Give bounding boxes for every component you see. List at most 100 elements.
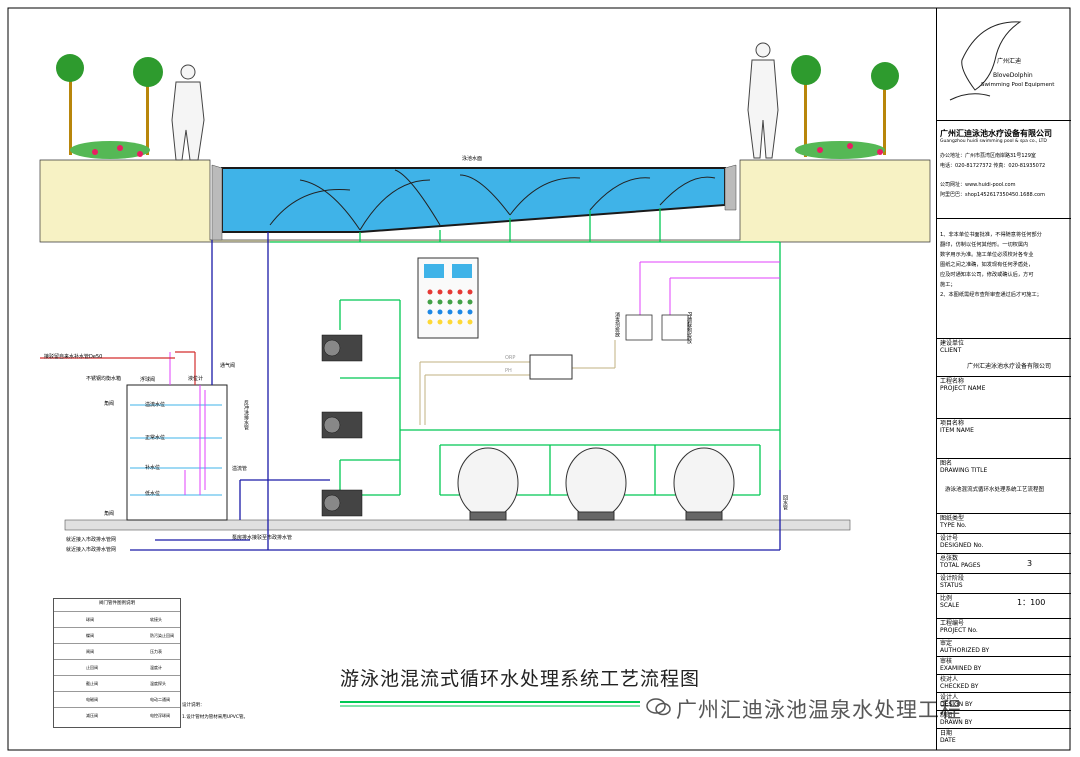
- logo-cn: 广州汇迪: [997, 58, 1022, 65]
- circulation-pumps: [321, 334, 363, 517]
- wechat-icon: [646, 698, 671, 716]
- overflow-pipe-label: 溢流管: [232, 466, 248, 472]
- note-line: 1、非本单位书面批准，不得随意将任何部分: [940, 232, 1042, 238]
- logo-sub: Swimming Pool Equipment: [981, 82, 1055, 88]
- valve-legend: 阀门管件图例说明 球阀 软接头 蝶阀 防污染止回阀 闸阀 压力表 止回阀 温度计…: [53, 598, 181, 728]
- makeup-pipe-label: 接驳留自来水补水管De50: [44, 354, 103, 360]
- company-shop: 阿里巴巴：shop1452617350450.1688.com: [940, 192, 1045, 198]
- legend-title: 阀门管件图例说明: [99, 601, 135, 606]
- legend-row: 电磁阀 电动二通阀: [54, 691, 180, 707]
- drawing-label: 图名 DRAWING TITLE: [940, 460, 988, 474]
- scale-value: 1：100: [1017, 598, 1046, 607]
- person-left: [171, 64, 205, 161]
- pages-label: 总张数 TOTAL PAGES: [940, 555, 981, 569]
- designed-label: 设计号 DESIGNED No.: [940, 535, 984, 549]
- pages-value: 3: [1027, 559, 1033, 568]
- company-web: 公司网址：www.huidi-pool.com: [940, 182, 1016, 188]
- corner-valve-top-label: 角阀: [104, 401, 115, 407]
- legend-item: 闸阀: [86, 649, 94, 654]
- legend-item: 压力表: [150, 649, 162, 654]
- sheet-border: [7, 7, 1071, 751]
- legend-item: 截止阀: [86, 681, 98, 686]
- legend-item: 电动二通阀: [150, 697, 170, 702]
- drawn-label: 制图 DRAWN BY: [940, 712, 973, 726]
- project-label: 工程名称 PROJECT NAME: [940, 378, 986, 392]
- legend-row: 闸阀 压力表: [54, 643, 180, 659]
- note-line: 图纸之间之准确，如发现有任何矛盾处，: [940, 262, 1034, 268]
- note-line: 数字用示为准。施工单位必须校对各专业: [940, 252, 1034, 258]
- watermark-text: 广州汇迪泳池温泉水处理工程: [676, 698, 962, 722]
- design-note: 设计说明： 1.设计管材为管材采用UPVC管。: [182, 700, 248, 724]
- pool-wall: [211, 164, 737, 241]
- water-surface-label: 泳池水面: [462, 156, 483, 162]
- legend-item: 温度计: [150, 665, 162, 670]
- legend-item: 减压阀: [86, 713, 98, 718]
- ph-label: PH: [505, 368, 512, 374]
- legend-row: 球阀 软接头: [54, 611, 180, 627]
- palm-trees-left: [56, 54, 163, 159]
- design-note-title: 设计说明：: [182, 703, 205, 708]
- person-right: [747, 42, 779, 159]
- level-low-label: 低水位: [145, 491, 161, 497]
- legend-row: 止回阀 温度计: [54, 659, 180, 675]
- drawing-title: 游泳池混流式循环水处理系统工艺流程图: [340, 668, 701, 690]
- float-valve-label: 浮球阀: [140, 377, 156, 383]
- scale-label: 比例 SCALE: [940, 595, 960, 609]
- auth-label: 审定 AUTHORIZED BY: [940, 640, 990, 654]
- level-overflow-label: 溢流水位: [145, 402, 166, 408]
- sensor-lines: [419, 340, 616, 425]
- legend-row: 减压阀 电控浮球阀: [54, 707, 180, 723]
- ph-adjust-label: PH调整剂投放: [686, 312, 692, 344]
- legend-item: 温度探头: [150, 681, 166, 686]
- company-name-en: Guangzhou huidi swimming pool & spa co.,…: [940, 139, 1047, 144]
- legend-row: 截止阀 温度探头: [54, 675, 180, 691]
- supply-pipes: [130, 232, 781, 551]
- tank-levels: [130, 404, 222, 496]
- stainless-box-label: 不锈钢均衡水箱: [86, 376, 122, 382]
- status-label: 设计阶段 STATUS: [940, 575, 965, 589]
- backwash-drain-label: 反冲洗排水管: [243, 400, 249, 430]
- design-label: 设计人 DESIGN BY: [940, 694, 973, 708]
- balance-tank: [126, 384, 228, 521]
- makeup-pipe: [40, 351, 196, 385]
- legend-item: 电磁阀: [86, 697, 98, 702]
- floor-slab: [64, 519, 851, 531]
- level-makeup-label: 补水位: [145, 465, 161, 471]
- note-line: 翻印，仿制以任何其他形。一切权属内: [940, 242, 1029, 248]
- company-phone: 电话：020-81727372 传真：020-81935072: [940, 163, 1046, 169]
- palm-trees-right: [791, 55, 899, 159]
- chem-pipes: [169, 261, 780, 495]
- legend-item: 防污染止回阀: [150, 633, 174, 638]
- client-value: 广州汇迪泳池水疗设备有限公司: [967, 363, 1052, 370]
- legend-item: 止回阀: [86, 665, 98, 670]
- pump-to-drain-label: 泵房排水接驳至市政排水管: [232, 535, 293, 541]
- to-drain-2-label: 就近接入市政排水管网: [66, 547, 117, 553]
- title-block: 广州汇迪 BloveDolphin Swimming Pool Equipmen…: [936, 8, 1071, 750]
- disinfectant-tank: [625, 314, 653, 341]
- check-label: 校对人 CHECKED BY: [940, 676, 979, 690]
- client-label: 建设单位 CLIENT: [940, 340, 965, 354]
- orp-label: ORP: [505, 355, 516, 361]
- exam-label: 审核 EXAMINED BY: [940, 658, 982, 672]
- legend-item: 球阀: [86, 617, 94, 622]
- legend-row: 蝶阀 防污染止回阀: [54, 627, 180, 643]
- legend-item: 电控浮球阀: [150, 713, 170, 718]
- item-label: 项目名称 ITEM NAME: [940, 420, 974, 434]
- vent-valve-label: 通气阀: [220, 363, 236, 369]
- date-label: 日期 DATE: [940, 730, 956, 744]
- float-switch-label: 液位计: [188, 376, 204, 382]
- orp-ph-controller: [529, 354, 573, 380]
- disinfectant-label: 消毒剂投放: [614, 312, 620, 337]
- notes: 1、非本单位书面批准，不得随意将任何部分 翻印，仿制以任何其他形。一切权属内 数…: [940, 230, 1066, 300]
- control-cabinet: [417, 257, 479, 339]
- projno-label: 工程编号 PROJECT No.: [940, 620, 978, 634]
- corner-valve-bottom-label: 角阀: [104, 511, 115, 517]
- ph-tank: [661, 314, 689, 341]
- drawing-value: 游泳池混流式循环水处理系统工艺流程图: [945, 487, 1045, 493]
- company-name-cn: 广州汇迪泳池水疗设备有限公司: [940, 129, 1052, 138]
- side-pipe-label: 回水管: [782, 495, 788, 510]
- note-line: 2、本图纸需经市查所审查通过后才可施工；: [940, 292, 1042, 298]
- note-line: 施工；: [940, 282, 956, 288]
- dolphin-logo: [949, 21, 1022, 101]
